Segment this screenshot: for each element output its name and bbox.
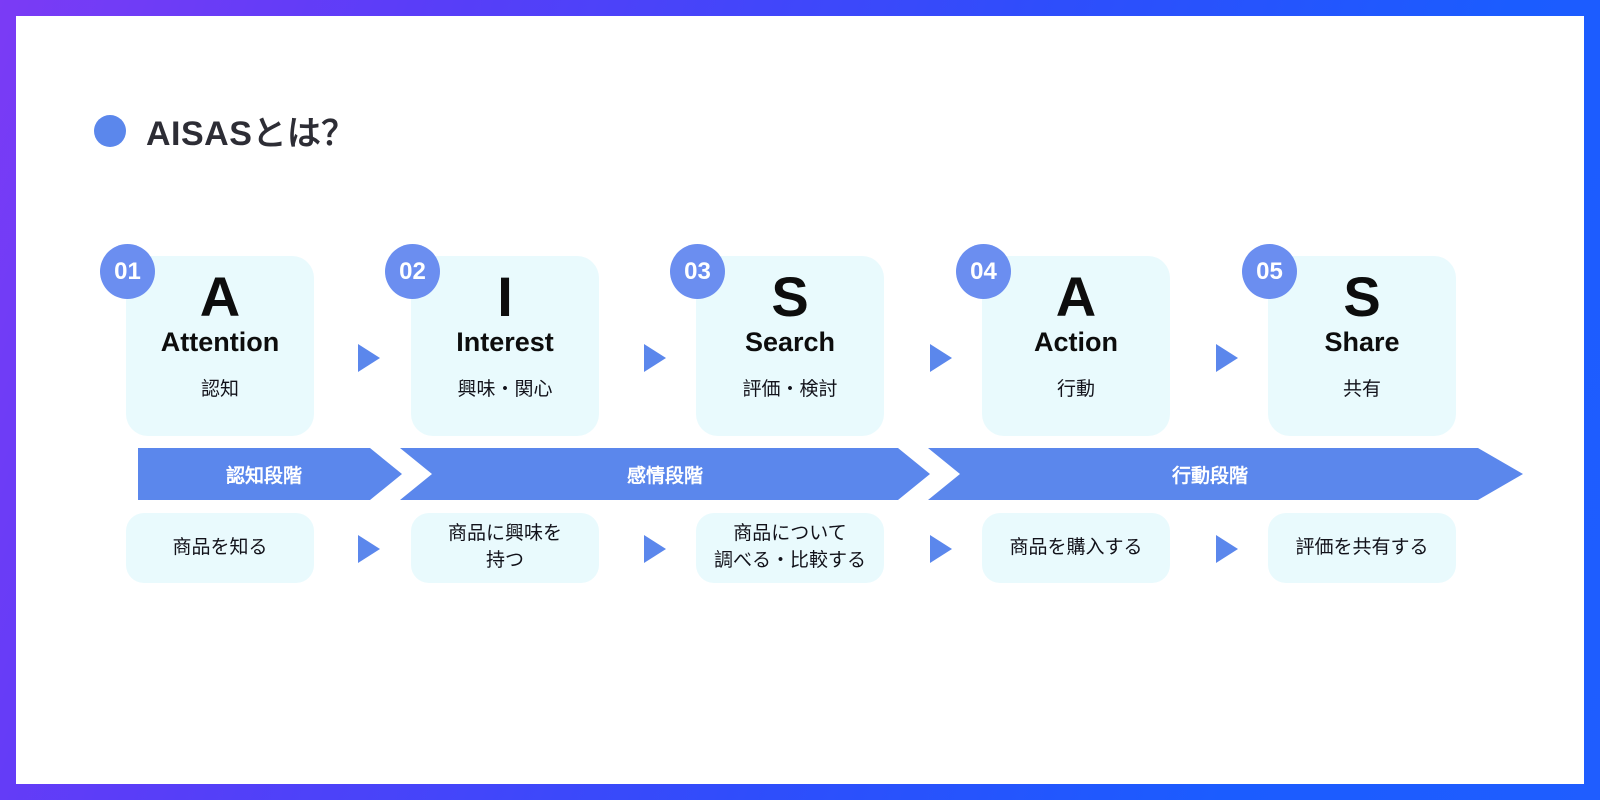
phase-label-2: 感情段階 — [626, 465, 703, 487]
detail-pill-label-03: 商品について 調べる・比較する — [713, 523, 866, 571]
right-triangle-icon-bottom-3 — [930, 535, 952, 563]
stage-badge-03: 03 — [670, 244, 725, 299]
detail-pills-row: 商品を知る 商品に興味を 持つ 商品について 調べる・比較する 商品を購入する … — [126, 513, 1496, 583]
phase-band-shape — [138, 448, 1523, 500]
right-triangle-icon-bottom-1 — [358, 535, 380, 563]
stage-cards-row: 01 A Attention 認知 02 I Interest 興味・関心 03 — [100, 244, 1496, 436]
detail-pill-02[interactable]: 商品に興味を 持つ — [411, 513, 599, 583]
stage-badge-01: 01 — [100, 244, 155, 299]
phase-band: 認知段階 感情段階 行動段階 — [138, 448, 1523, 500]
stage-badge-05: 05 — [1242, 244, 1297, 299]
stage-letter-03: S — [771, 265, 809, 328]
detail-pill-label-05: 評価を共有する — [1295, 536, 1429, 558]
detail-pill-01[interactable]: 商品を知る — [126, 513, 314, 583]
right-triangle-icon-bottom-4 — [1216, 535, 1238, 563]
stage-card-05[interactable]: 05 S Share 共有 — [1242, 244, 1456, 436]
detail-pill-03[interactable]: 商品について 調べる・比較する — [696, 513, 884, 583]
stage-card-02[interactable]: 02 I Interest 興味・関心 — [385, 244, 599, 436]
stage-english-05: Share — [1324, 327, 1400, 358]
slide-content-area: AISASとは？ 01 A Attention 認知 02 I Interest… — [16, 16, 1584, 784]
stage-letter-01: A — [199, 265, 241, 328]
stage-english-02: Interest — [456, 327, 554, 358]
stage-japanese-02: 興味・関心 — [457, 379, 553, 401]
filled-circle-icon — [94, 114, 126, 147]
page-title: AISASとは？ — [94, 106, 356, 155]
stage-japanese-03: 評価・検討 — [742, 379, 838, 401]
detail-pill-label-02: 商品に興味を 持つ — [447, 523, 562, 571]
stage-badge-04: 04 — [956, 244, 1011, 299]
detail-pill-label-01: 商品を知る — [172, 536, 268, 558]
stage-letter-05: S — [1343, 265, 1381, 328]
stage-japanese-04: 行動 — [1056, 379, 1095, 401]
stage-letter-04: A — [1055, 265, 1097, 328]
page-title-label: AISASとは？ — [146, 115, 356, 153]
detail-pill-05[interactable]: 評価を共有する — [1268, 513, 1456, 583]
stage-japanese-05: 共有 — [1342, 379, 1381, 401]
detail-pill-04[interactable]: 商品を購入する — [982, 513, 1170, 583]
phase-label-3: 行動段階 — [1171, 465, 1248, 487]
stage-badge-02: 02 — [385, 244, 440, 299]
stage-card-01[interactable]: 01 A Attention 認知 — [100, 244, 314, 436]
stage-english-03: Search — [744, 327, 836, 358]
right-triangle-icon-top-2 — [644, 344, 666, 372]
right-triangle-icon-bottom-2 — [644, 535, 666, 563]
phase-label-1: 認知段階 — [225, 465, 302, 487]
detail-pill-label-04: 商品を購入する — [1009, 536, 1143, 558]
right-triangle-icon-top-4 — [1216, 344, 1238, 372]
stage-card-04[interactable]: 04 A Action 行動 — [956, 244, 1170, 436]
stage-english-01: Attention — [160, 327, 280, 358]
right-triangle-icon-top-3 — [930, 344, 952, 372]
right-triangle-icon-top-1 — [358, 344, 380, 372]
stage-japanese-01: 認知 — [200, 379, 239, 401]
stage-english-04: Action — [1034, 327, 1118, 358]
stage-card-03[interactable]: 03 S Search 評価・検討 — [670, 244, 884, 436]
stage-letter-02: I — [497, 265, 513, 328]
